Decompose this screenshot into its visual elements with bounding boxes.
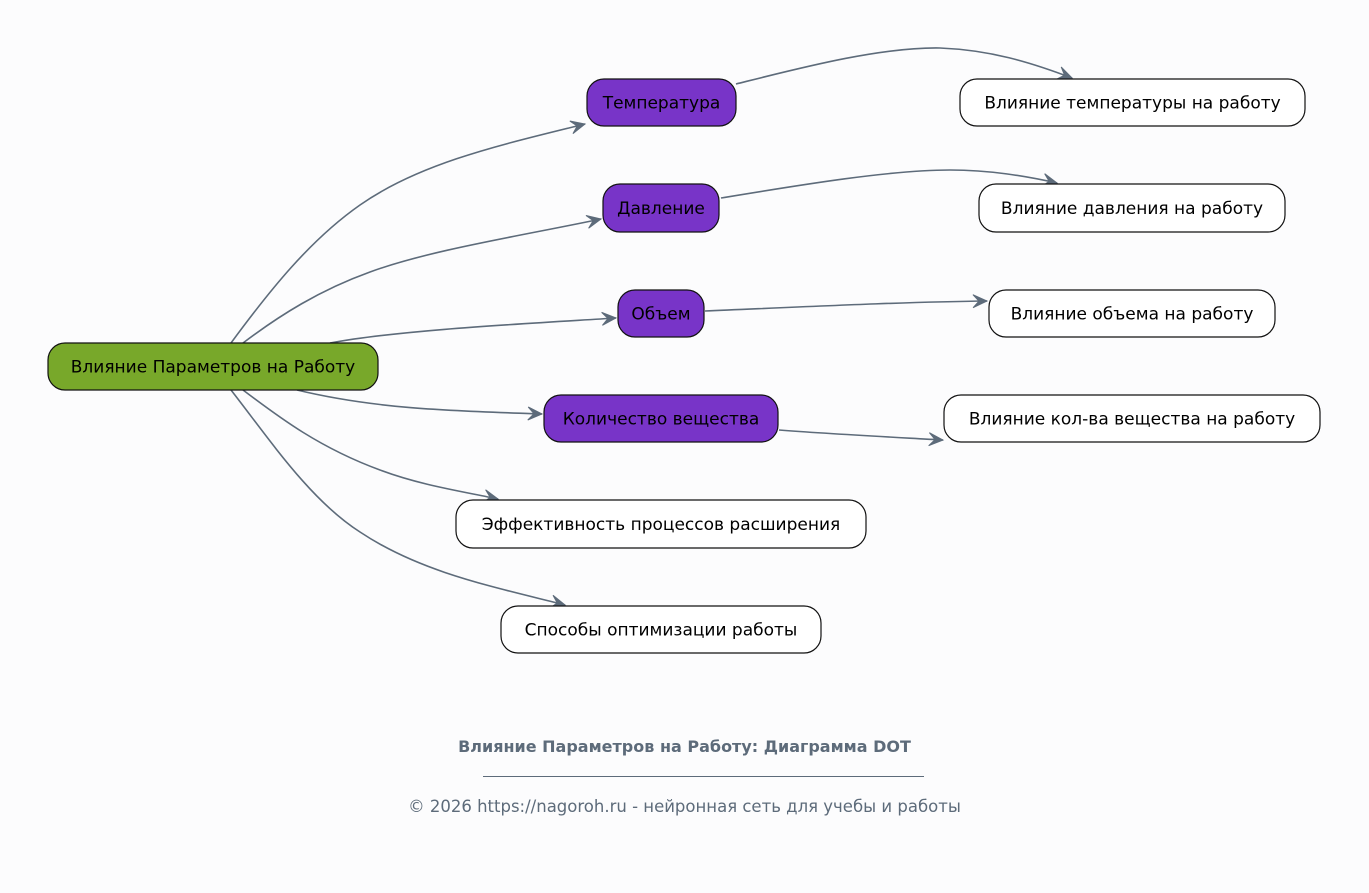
arrowhead-icon — [972, 294, 989, 309]
edge-line — [242, 389, 499, 500]
edges-layer — [230, 47, 1074, 609]
node-label: Влияние Параметров на Работу — [71, 358, 356, 378]
edge-root-opt — [230, 389, 567, 609]
edge-line — [735, 47, 1073, 85]
node-box — [943, 394, 1321, 443]
edge-line — [296, 389, 543, 415]
node-label: Влияние объема на работу — [1011, 305, 1254, 325]
edge-root-amount — [296, 389, 544, 421]
edge-root-press — [242, 215, 603, 344]
node-label: Влияние температуры на работу — [984, 94, 1280, 114]
node-box — [500, 605, 822, 654]
node-label: Эффективность процессов расширения — [482, 515, 840, 535]
edge-line — [242, 218, 602, 344]
node-press_eff[interactable]: Влияние давления на работу — [978, 183, 1286, 233]
node-label: Температура — [602, 94, 721, 114]
edge-root-eff — [242, 389, 500, 504]
node-box — [978, 183, 1286, 233]
node-label: Объем — [631, 305, 690, 325]
node-box — [543, 394, 779, 443]
edge-line — [230, 123, 586, 344]
arrowhead-icon — [928, 432, 945, 447]
edge-line — [704, 300, 988, 312]
footer-copyright: © 2026 https://nagoroh.ru - нейронная се… — [408, 797, 961, 816]
edge-line — [329, 317, 617, 344]
node-opt[interactable]: Способы оптимизации работы — [500, 605, 822, 654]
node-box — [47, 342, 379, 391]
edge-temp-temp_eff — [735, 47, 1074, 85]
node-label: Давление — [617, 199, 705, 219]
edge-line — [778, 429, 944, 441]
node-amount[interactable]: Количество вещества — [543, 394, 779, 443]
edge-amount-amount_eff — [778, 429, 945, 447]
node-box — [586, 78, 737, 127]
node-temp_eff[interactable]: Влияние температуры на работу — [959, 78, 1306, 127]
edge-line — [720, 169, 1058, 199]
node-root[interactable]: Влияние Параметров на Работу — [47, 342, 379, 391]
footer-divider — [483, 776, 924, 777]
arrowhead-icon — [601, 311, 618, 326]
edge-vol-vol_eff — [704, 294, 989, 312]
diagram-canvas: Влияние Параметров на Работу ТемператураД… — [47, 47, 1321, 654]
node-vol[interactable]: Объем — [617, 289, 705, 338]
node-box — [617, 289, 705, 338]
node-box — [959, 78, 1306, 127]
node-temp[interactable]: Температура — [586, 78, 737, 127]
node-label: Количество вещества — [563, 410, 760, 430]
node-box — [602, 183, 720, 233]
edge-root-vol — [329, 311, 618, 344]
node-press[interactable]: Давление — [602, 183, 720, 233]
edge-root-temp — [230, 120, 587, 344]
node-amount_eff[interactable]: Влияние кол-ва вещества на работу — [943, 394, 1321, 443]
node-label: Влияние кол-ва вещества на работу — [969, 410, 1295, 430]
node-vol_eff[interactable]: Влияние объема на работу — [988, 289, 1276, 338]
arrowhead-icon — [569, 120, 587, 135]
edge-line — [230, 389, 566, 606]
node-label: Способы оптимизации работы — [525, 621, 798, 641]
node-eff[interactable]: Эффективность процессов расширения — [455, 499, 867, 549]
arrowhead-icon — [527, 406, 544, 421]
nodes-layer: Влияние Параметров на Работу ТемператураД… — [47, 78, 1321, 654]
arrowhead-icon — [585, 215, 603, 229]
node-box — [455, 499, 867, 549]
node-box — [988, 289, 1276, 338]
node-label: Влияние давления на работу — [1001, 199, 1263, 219]
arrowhead-icon — [1056, 66, 1074, 80]
footer-title: Влияние Параметров на Работу: Диаграмма … — [458, 737, 911, 756]
